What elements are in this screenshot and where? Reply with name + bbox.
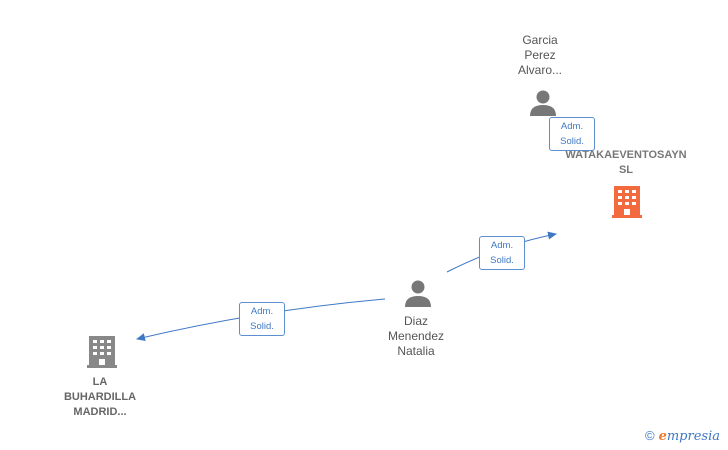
relation-badge[interactable]: Adm. Solid. bbox=[479, 236, 525, 270]
brand-logo-letter: e bbox=[658, 429, 667, 444]
person-icon[interactable] bbox=[405, 280, 431, 308]
brand-logo-text: mpresia bbox=[666, 429, 720, 444]
person-label-diaz[interactable]: Diaz Menendez Natalia bbox=[387, 314, 445, 358]
relation-role: Adm. bbox=[250, 306, 274, 317]
person-label-garcia[interactable]: Garcia Perez Alvaro... bbox=[517, 33, 562, 77]
copyright-icon: © bbox=[644, 428, 655, 443]
relation-type: Solid. bbox=[490, 255, 514, 266]
relation-type: Solid. bbox=[250, 321, 274, 332]
relation-role: Adm. bbox=[490, 240, 514, 251]
building-icon[interactable] bbox=[612, 186, 642, 218]
person-icon[interactable] bbox=[530, 90, 556, 117]
relation-badge[interactable]: Adm. Solid. bbox=[239, 302, 285, 336]
empresia-watermark: ©empresia bbox=[645, 428, 720, 444]
relation-type: Solid. bbox=[560, 136, 584, 147]
relation-badge[interactable]: Adm. Solid. bbox=[549, 117, 595, 151]
company-label-watakaeventosayn[interactable]: WATAKAEVENTOSAYN SL bbox=[565, 149, 687, 176]
company-label-la-buhardilla[interactable]: LA BUHARDILLA MADRID... bbox=[63, 376, 137, 418]
building-icon[interactable] bbox=[87, 336, 117, 368]
relation-role: Adm. bbox=[560, 121, 584, 132]
